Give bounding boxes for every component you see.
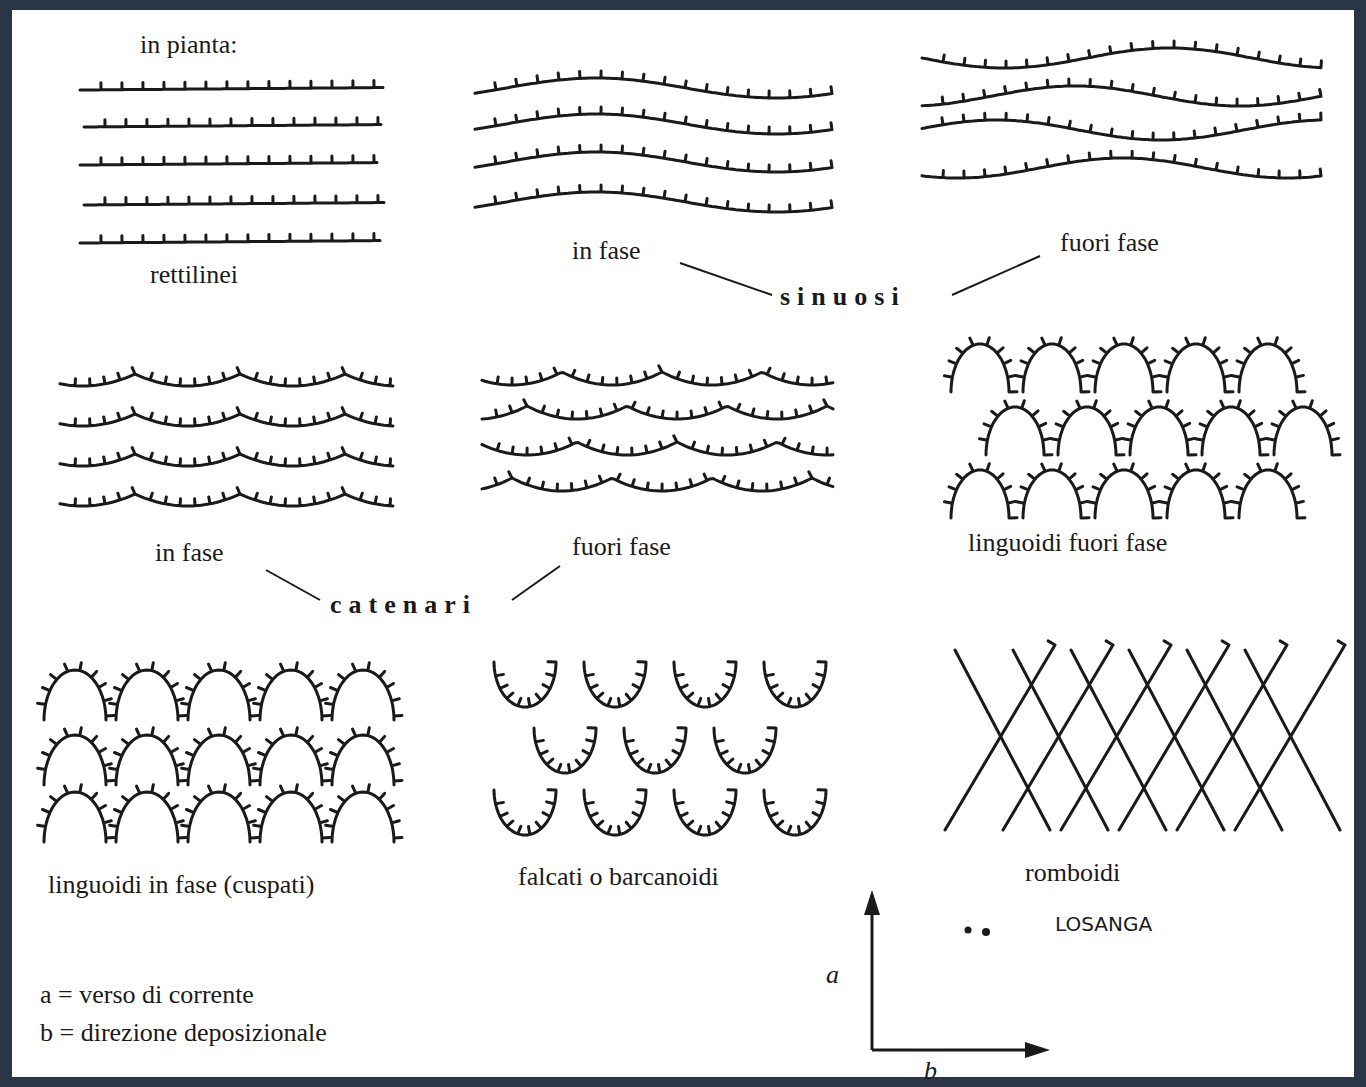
crest-line [1268, 401, 1341, 455]
crest-line [1235, 641, 1345, 830]
crest-line [482, 400, 833, 419]
crest-line [60, 408, 393, 426]
label: in fase [572, 238, 641, 264]
crest-line [482, 366, 833, 385]
crest-line [182, 728, 258, 785]
crest-line [60, 488, 393, 506]
crest-line [475, 145, 832, 172]
label: fuori fase [1060, 230, 1159, 256]
crest-line [254, 728, 330, 785]
crest-line [254, 785, 330, 842]
crest-line [80, 81, 383, 90]
label: in pianta: [140, 32, 237, 58]
label: b = direzione deposizionale [40, 1020, 327, 1046]
crest-line [584, 662, 646, 707]
crest-line [482, 436, 833, 455]
dot [965, 927, 972, 934]
crest-line [475, 107, 832, 134]
crest-line [475, 185, 832, 212]
crest-line [84, 118, 381, 127]
crest-line [494, 662, 556, 707]
crest-line [1233, 338, 1306, 392]
crest-line [326, 785, 402, 842]
crest-line [714, 728, 776, 773]
crest-line [922, 79, 1321, 106]
crest-line [1124, 401, 1197, 455]
crest-line [38, 785, 114, 842]
crest-line [1187, 650, 1282, 830]
crest-line [945, 464, 1018, 518]
crest-line [674, 790, 736, 835]
crest-line [1017, 464, 1090, 518]
crest-line [922, 151, 1321, 178]
crest-line [1161, 338, 1234, 392]
label: in fase [155, 540, 224, 566]
crest-line [584, 790, 646, 835]
label: LOSANGA [1055, 914, 1152, 934]
crest-line [764, 662, 826, 707]
crest-line [1119, 641, 1229, 830]
crest-line [922, 41, 1321, 68]
crest-line [80, 234, 380, 243]
label: a = verso di corrente [40, 982, 254, 1008]
crest-line [1245, 650, 1340, 830]
crest-line [80, 156, 377, 165]
crest-line [84, 196, 384, 205]
crest-line [1013, 650, 1108, 830]
label: sinuosi [780, 284, 906, 310]
label: romboidi [1025, 860, 1120, 886]
crest-line [254, 663, 330, 720]
axes [872, 910, 1030, 1050]
crest-line [945, 641, 1055, 830]
leader-lines [266, 256, 1040, 600]
crest-line [1017, 338, 1090, 392]
crest-line [955, 650, 1050, 830]
label: linguoidi in fase (cuspati) [48, 872, 314, 898]
crest-line [674, 662, 736, 707]
crest-line [1177, 641, 1287, 830]
crest-line [1233, 464, 1306, 518]
crest-line [60, 448, 393, 466]
crest-line [494, 790, 556, 835]
dot [982, 928, 990, 936]
crest-line [624, 728, 686, 773]
crest-line [534, 728, 596, 773]
crest-line [1003, 641, 1113, 830]
crest-line [1161, 464, 1234, 518]
crest-line [182, 663, 258, 720]
label: falcati o barcanoidi [518, 864, 719, 890]
ripple-crests [38, 41, 1345, 842]
crest-line [110, 785, 186, 842]
crest-line [60, 368, 393, 386]
crest-line [922, 113, 1321, 140]
crest-line [1071, 650, 1166, 830]
crest-line [38, 663, 114, 720]
crest-line [326, 663, 402, 720]
label: catenari [330, 592, 477, 618]
arrow-head [864, 890, 880, 915]
label: fuori fase [572, 534, 671, 560]
crest-line [1052, 401, 1125, 455]
crest-line [1196, 401, 1269, 455]
crest-line [110, 663, 186, 720]
crest-line [182, 785, 258, 842]
crest-line [1129, 650, 1224, 830]
crest-line [1061, 641, 1171, 830]
crest-line [38, 728, 114, 785]
crest-line [110, 728, 186, 785]
crest-line [764, 790, 826, 835]
label: linguoidi fuori fase [968, 530, 1167, 556]
crest-line [475, 71, 832, 98]
crest-line [1089, 464, 1162, 518]
label: rettilinei [150, 262, 238, 288]
crest-line [1089, 338, 1162, 392]
crest-line [326, 728, 402, 785]
label: b [924, 1058, 937, 1084]
crest-line [980, 401, 1053, 455]
crest-line [482, 472, 833, 491]
crest-line [945, 338, 1018, 392]
arrow-head [1025, 1042, 1050, 1058]
label: a [826, 962, 839, 988]
